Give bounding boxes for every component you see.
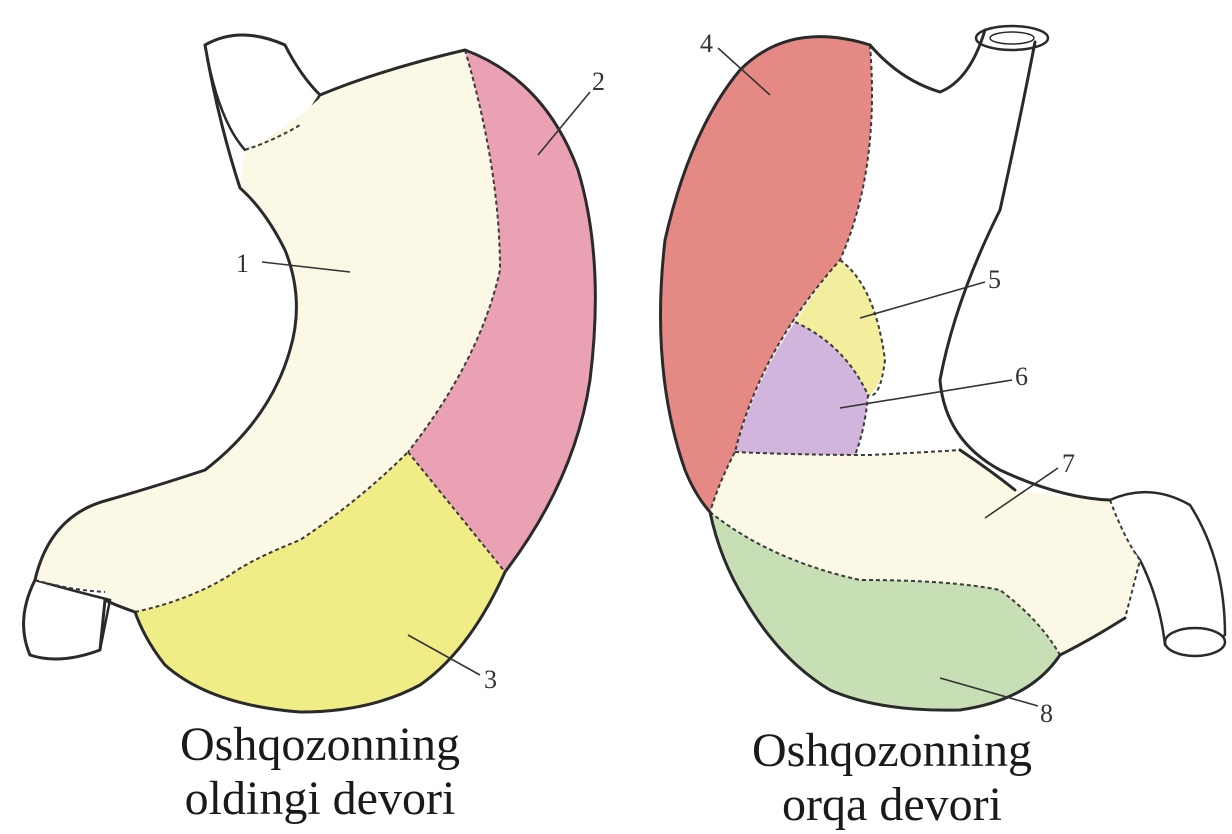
label-7: 7 bbox=[1062, 449, 1075, 478]
left-stomach: 1 2 3 bbox=[24, 35, 605, 712]
caption-right-line1: Oshqozonning bbox=[722, 724, 1062, 778]
right-stomach: 4 5 6 7 8 bbox=[661, 26, 1226, 728]
caption-left-line2: oldingi devori bbox=[150, 772, 490, 826]
label-1: 1 bbox=[236, 249, 249, 278]
label-5: 5 bbox=[988, 265, 1001, 294]
caption-posterior-wall: Oshqozonning orqa devori bbox=[722, 724, 1062, 832]
caption-left-line1: Oshqozonning bbox=[150, 718, 490, 772]
caption-anterior-wall: Oshqozonning oldingi devori bbox=[150, 718, 490, 826]
label-2: 2 bbox=[592, 67, 605, 96]
label-4: 4 bbox=[700, 29, 713, 58]
label-6: 6 bbox=[1015, 362, 1028, 391]
caption-right-line2: orqa devori bbox=[722, 778, 1062, 832]
label-3: 3 bbox=[484, 665, 497, 694]
